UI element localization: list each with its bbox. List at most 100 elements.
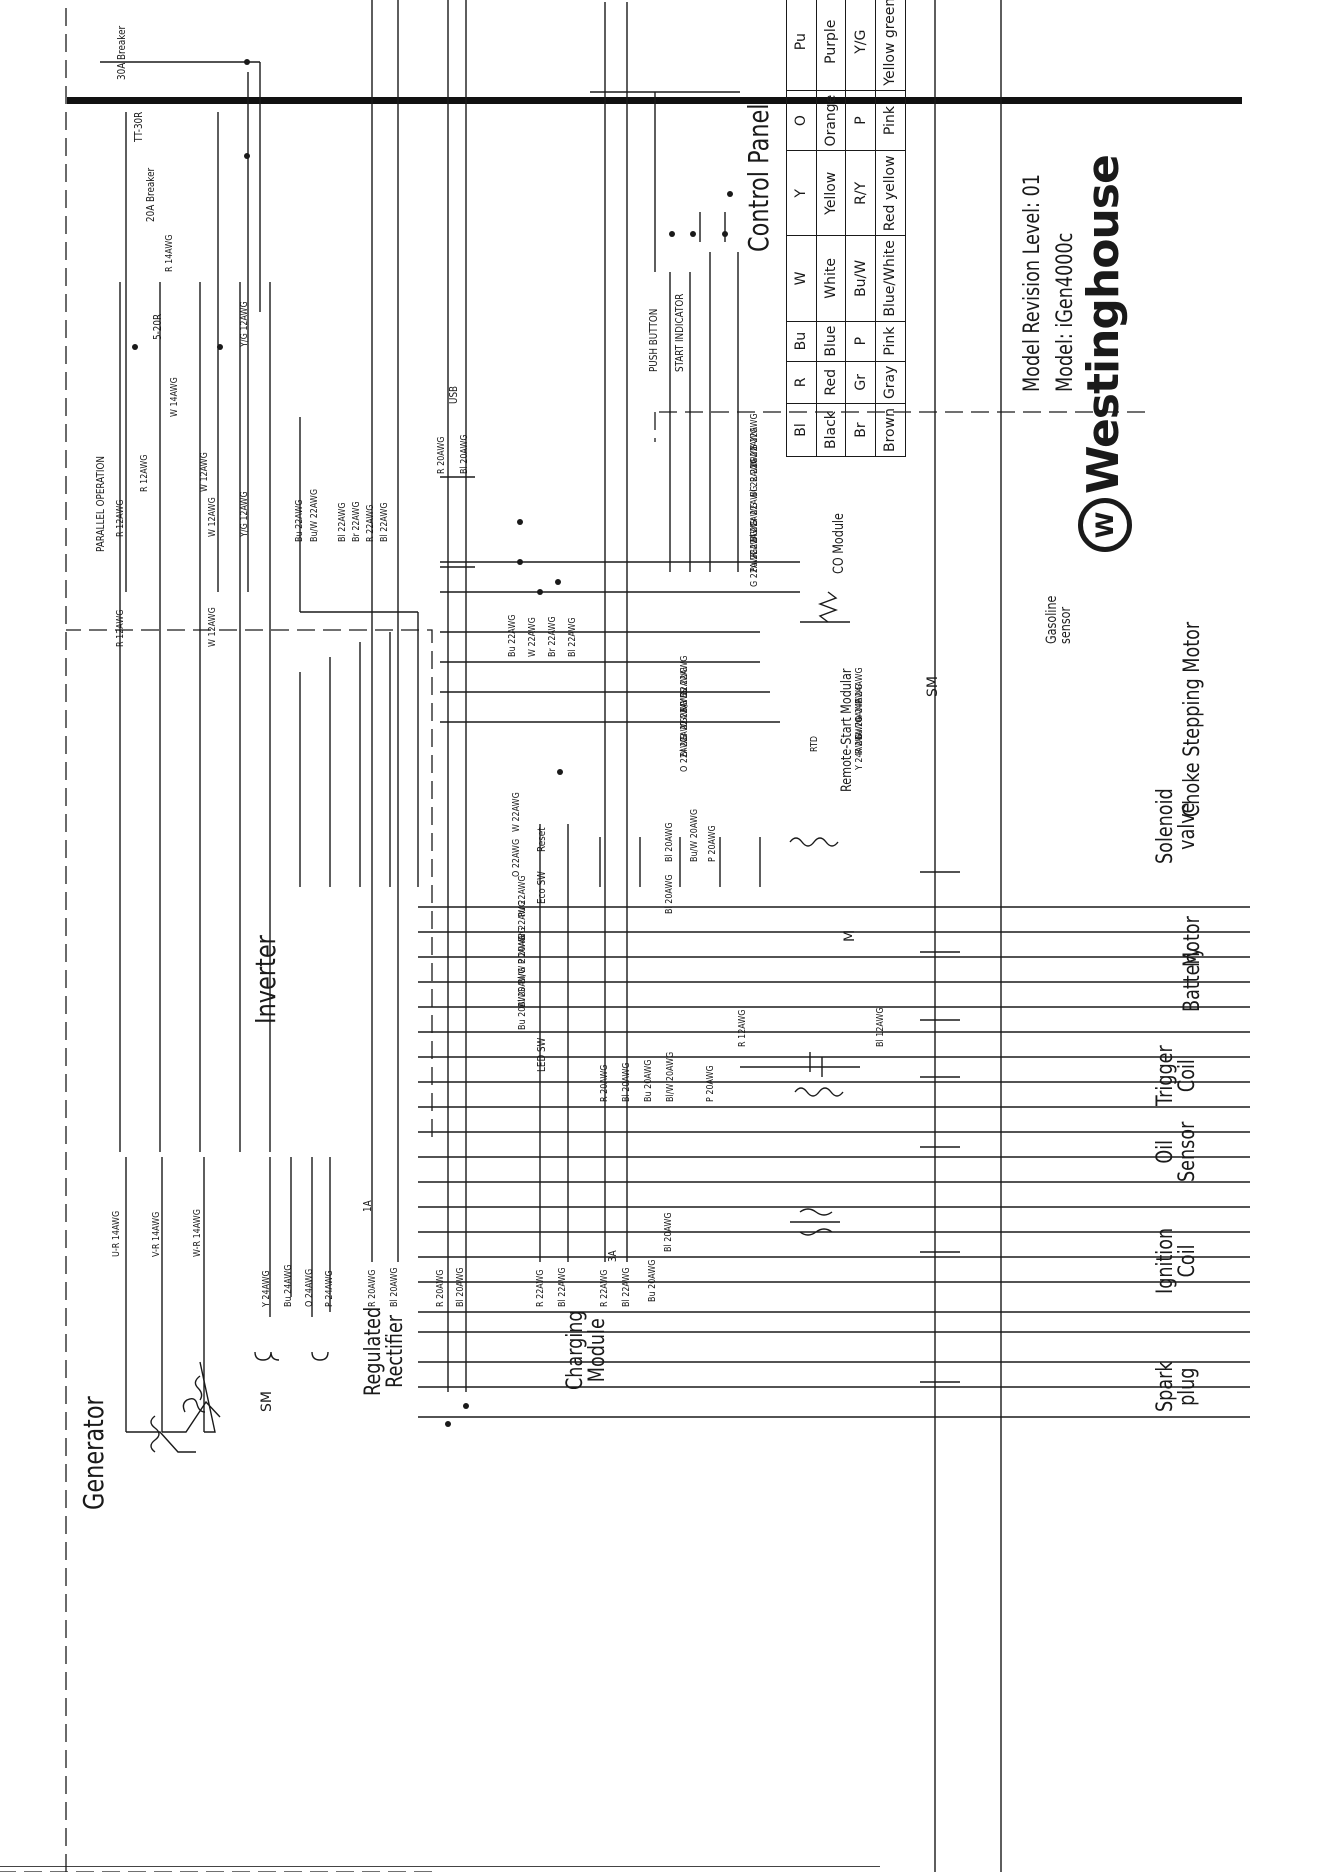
wire-label: Bl 20AWG bbox=[664, 874, 675, 914]
generator-label: Generator bbox=[77, 1396, 110, 1510]
wire-label: Bl 22AWG bbox=[379, 502, 390, 542]
display-panel bbox=[292, 187, 432, 417]
rtd-label: RTD bbox=[809, 735, 820, 752]
legend-code: W bbox=[786, 235, 817, 322]
legend-name: Purple bbox=[816, 0, 846, 91]
led-sw-label: LED SW bbox=[535, 1037, 548, 1072]
generator-wire-u bbox=[126, 1431, 196, 1453]
motor-symbol-label: M bbox=[842, 929, 858, 942]
gasoline-sensor-box bbox=[805, 577, 850, 632]
legend-row: Br Gr P Bu/W R/Y P Y/G bbox=[845, 0, 876, 457]
legend-code: R bbox=[786, 361, 817, 404]
wire-label: W 12AWG bbox=[207, 607, 218, 647]
legend-name: White bbox=[816, 235, 846, 322]
wire-label: Br 22AWG bbox=[351, 501, 362, 542]
legend-name: Red yellow bbox=[875, 150, 906, 236]
legend-code: Br bbox=[845, 403, 876, 457]
solenoid-valve-box bbox=[780, 804, 850, 852]
legend-name: Yellow green bbox=[875, 0, 906, 91]
wire-label: Bu 22AWG bbox=[294, 499, 305, 542]
legend-code: Bl bbox=[786, 403, 817, 457]
legend-name: Gray bbox=[875, 361, 906, 404]
legend-code: Y bbox=[786, 150, 817, 236]
wire-label: W 22AWG bbox=[511, 792, 522, 832]
spark-plug-label: Spark plug bbox=[1153, 1361, 1200, 1412]
oil-sensor-box bbox=[800, 1150, 836, 1182]
wire-label: Bu 24AWG bbox=[283, 1264, 294, 1307]
fuse-3a-label: 3A bbox=[606, 1250, 619, 1262]
wire-label: G 22AWG bbox=[749, 548, 760, 587]
legend-name: Orange bbox=[816, 90, 846, 151]
sm-generator-label: SM bbox=[259, 1391, 275, 1412]
wire-label: Bl 20AWG bbox=[621, 1062, 632, 1102]
inverter-label: Inverter bbox=[249, 935, 282, 1024]
dashed-inverter-enclosure bbox=[66, 629, 433, 1137]
wire-label: W 22AWG bbox=[527, 617, 538, 657]
push-button-label: PUSH BUTTON bbox=[647, 308, 660, 372]
wire-label: Pu 22AWG bbox=[517, 875, 528, 917]
legend-name: Black bbox=[816, 403, 846, 457]
wire-label: Y 24AWG bbox=[261, 1270, 272, 1307]
parallel-operation-label: PARALLEL OPERATION bbox=[94, 456, 107, 552]
5-20r-outlet bbox=[170, 294, 218, 352]
wire-label: Br 22AWG bbox=[547, 616, 558, 657]
oil-sensor-label: Oil Sensor bbox=[1153, 1121, 1200, 1182]
wire-label: Bl 20AWG bbox=[455, 1267, 466, 1307]
color-legend: Bl R Bu W Y O Pu Black Red Blue White Ye… bbox=[786, 0, 906, 457]
tt30r-label: TT-30R bbox=[132, 111, 145, 142]
wire-label: W 12AWG bbox=[207, 497, 218, 537]
co-module-label: CO Module bbox=[831, 513, 847, 574]
model-label: Model: iGen4000c bbox=[1053, 232, 1078, 392]
legend-code: Pu bbox=[786, 0, 817, 91]
wire-label: Y 24AWG bbox=[854, 733, 865, 770]
charging-module-label: Charging Module bbox=[563, 1310, 610, 1390]
wire-label: P 24AWG bbox=[324, 1270, 335, 1307]
sm-choke-label: SM bbox=[925, 676, 941, 697]
motor-label: Motor bbox=[1180, 916, 1205, 967]
wire-label: P 20AWG bbox=[707, 825, 718, 862]
legend-code: Bu bbox=[786, 321, 817, 362]
wire-label: Bl 20AWG bbox=[664, 822, 675, 862]
revision-label: Model Revision Level: 01 bbox=[1020, 174, 1045, 392]
legend-code: R/Y bbox=[845, 150, 876, 236]
legend-code: Bu/W bbox=[845, 235, 876, 322]
eco-sw-label: Eco SW bbox=[535, 871, 548, 904]
footer-rule bbox=[0, 1866, 880, 1867]
wire-label: Bl 22AWG bbox=[557, 1267, 568, 1307]
remote-start-box bbox=[735, 644, 801, 782]
wire-label: O 22AWG bbox=[511, 838, 522, 877]
breaker-20a-label: 20A Breaker bbox=[144, 167, 157, 222]
reset-label: Reset bbox=[535, 827, 548, 852]
legend-name: Pink bbox=[875, 321, 906, 362]
tt30r-outlet bbox=[140, 97, 190, 157]
wire-label: U-R 14AWG bbox=[111, 1210, 122, 1257]
wire-label: O 22AWG bbox=[679, 733, 690, 772]
legend-name: Pink bbox=[875, 90, 906, 151]
wire-label: Bu/W 22AWG bbox=[309, 488, 320, 542]
receptacle-5-20r-label: 5-20R bbox=[151, 313, 164, 340]
legend-title: Control Panel bbox=[742, 103, 775, 252]
wire-label: R 12AWG bbox=[115, 609, 126, 647]
westinghouse-logo: W bbox=[1078, 498, 1132, 552]
wire-label: Bl 20AWG bbox=[459, 434, 470, 474]
usb-label: USB bbox=[447, 385, 460, 404]
wire-label: R 22AWG bbox=[599, 1269, 610, 1307]
wire-label: Bl 22AWG bbox=[621, 1267, 632, 1307]
legend-code: Gr bbox=[845, 361, 876, 404]
legend-code: P bbox=[845, 90, 876, 151]
wire-label: Bl 12AWG bbox=[875, 1007, 886, 1047]
sm-connector bbox=[263, 1147, 333, 1167]
wire-label: W-R 14AWG bbox=[192, 1209, 203, 1257]
brand-name: Westinghouse bbox=[1078, 155, 1129, 494]
legend-name: Brown bbox=[875, 403, 906, 457]
wire-label: R 12AWG bbox=[737, 1009, 748, 1047]
start-indicator-label: START INDICATOR bbox=[673, 293, 686, 372]
wire-label: Bl 20AWG bbox=[389, 1267, 400, 1307]
legend-name: Blue bbox=[816, 321, 846, 362]
parallel-terminal-w bbox=[173, 447, 193, 467]
ignition-coil-label: Ignition Coil bbox=[1153, 1227, 1200, 1294]
wire-label: R 20AWG bbox=[367, 1269, 378, 1307]
